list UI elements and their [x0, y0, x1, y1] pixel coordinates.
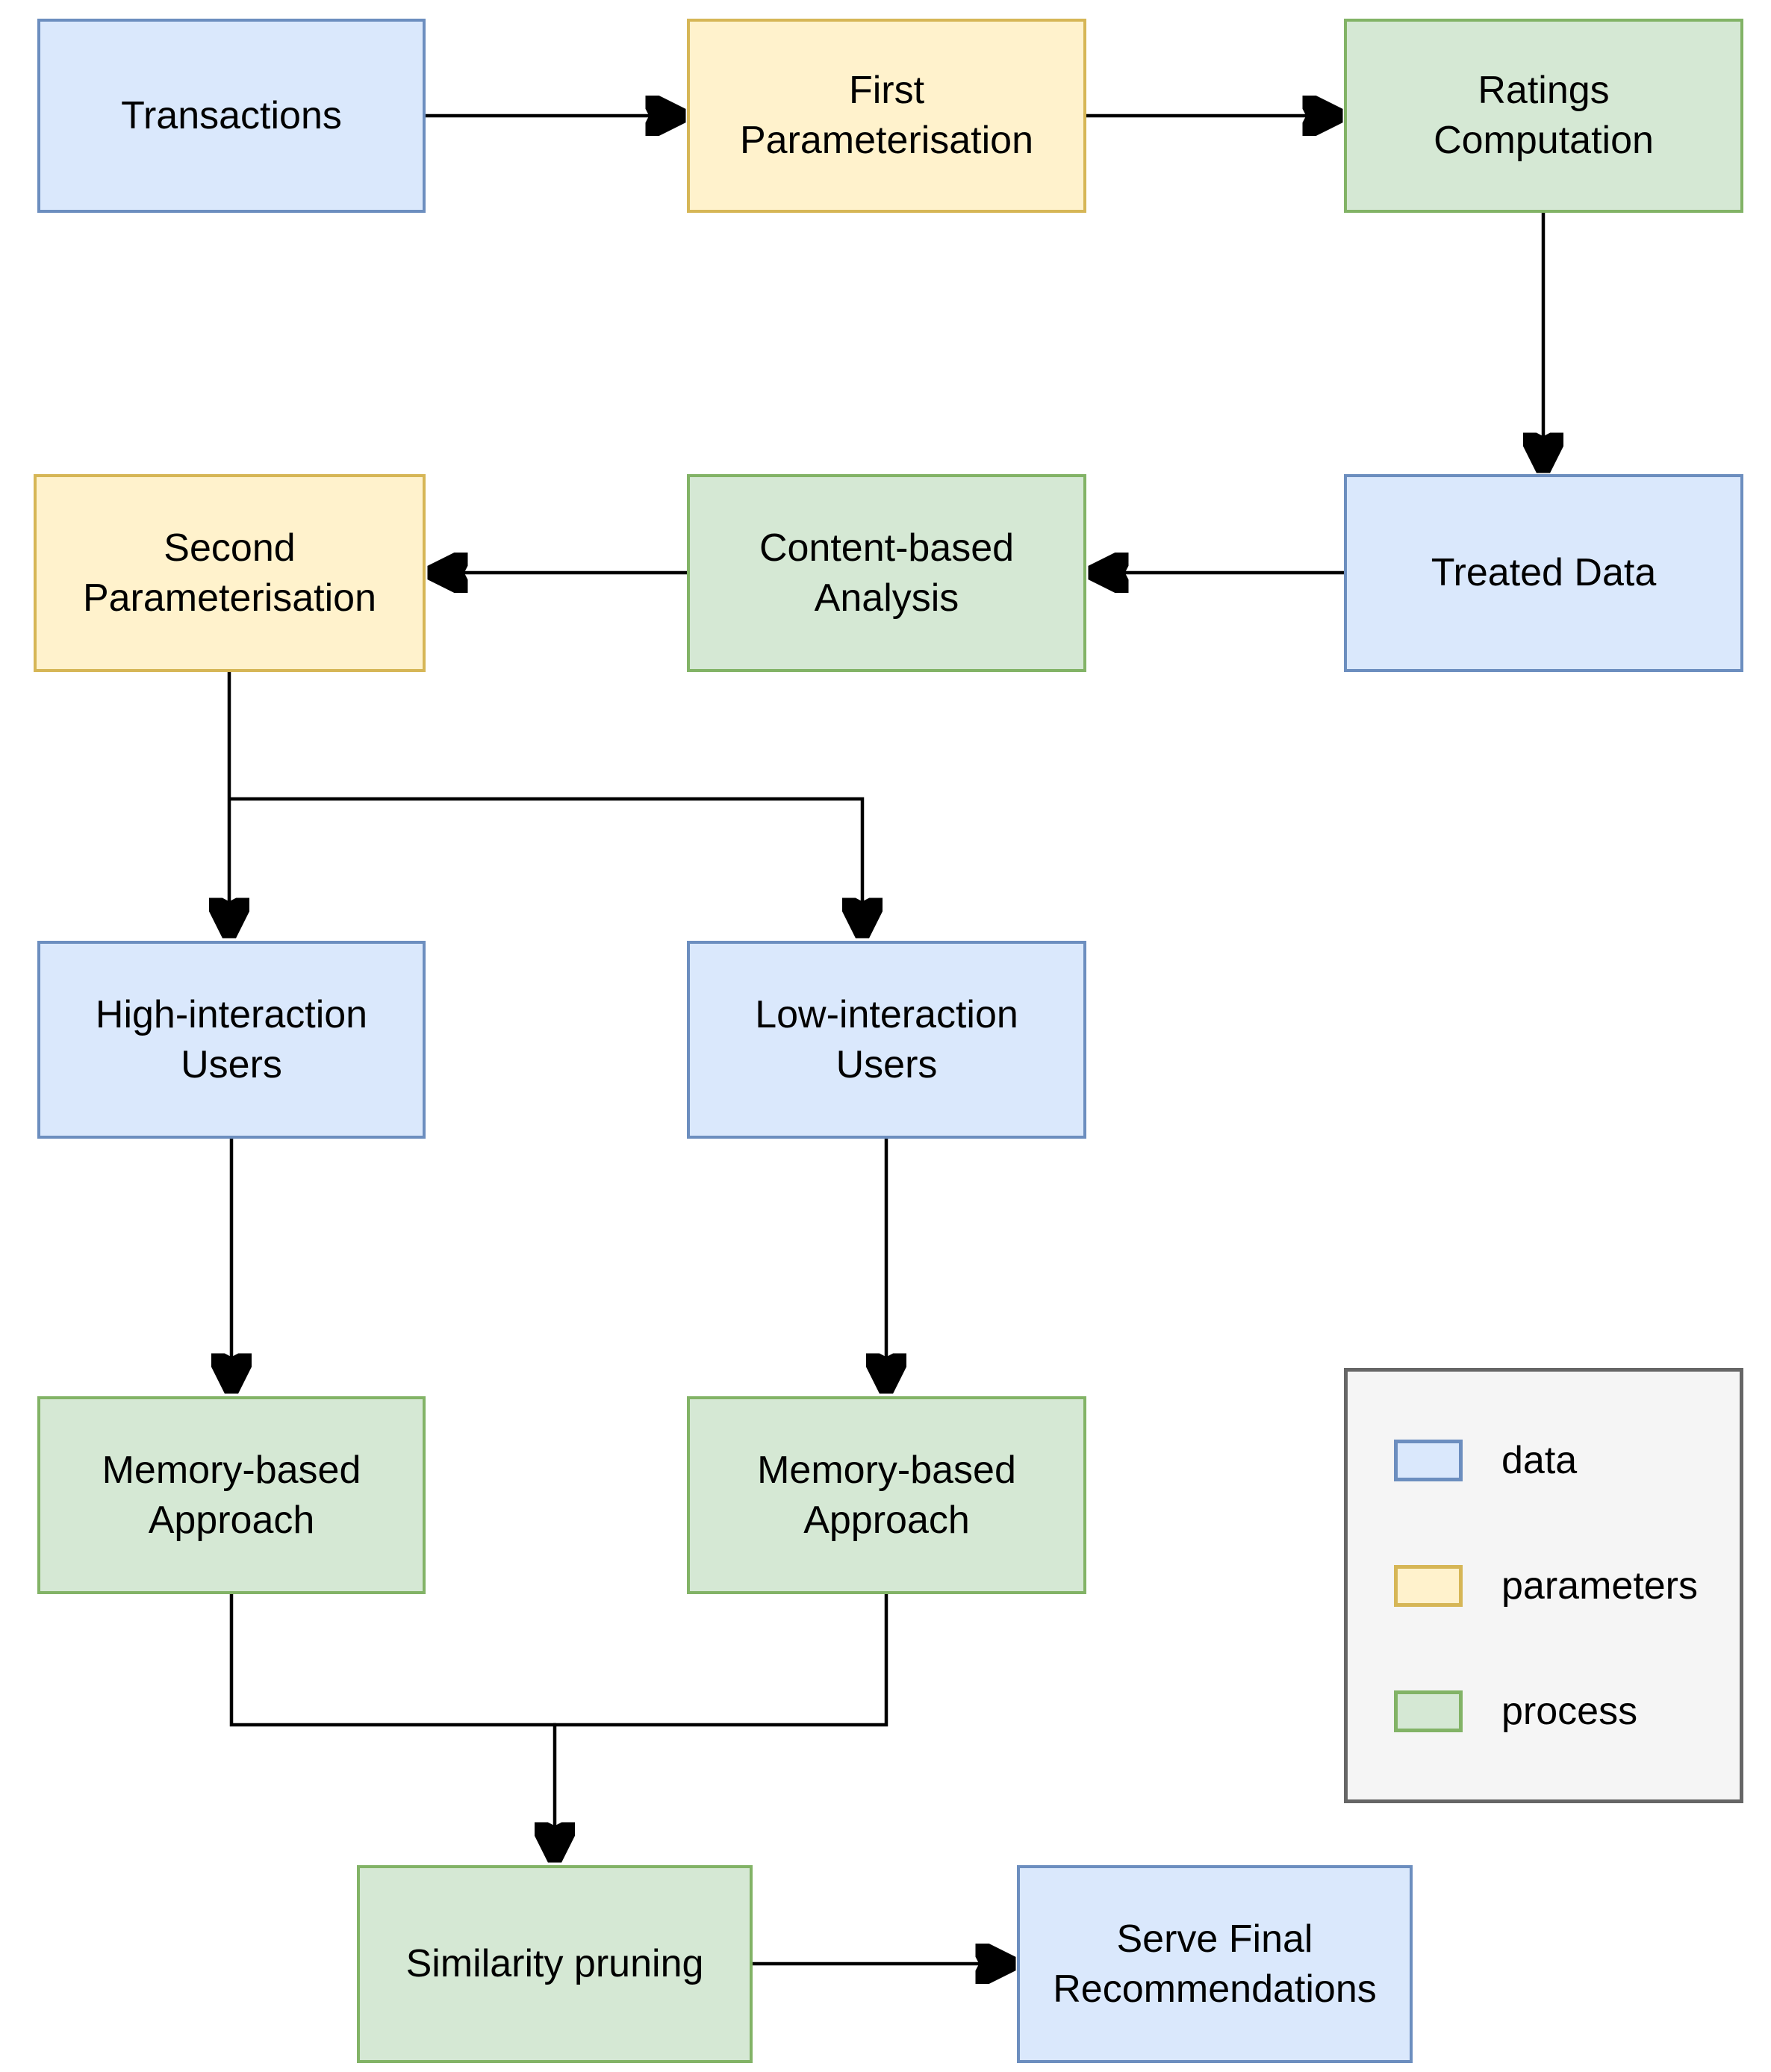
edge-memory-based-low-merge [553, 1594, 888, 1727]
node-transactions: Transactions [37, 19, 426, 213]
legend-item-data: data [1394, 1438, 1740, 1483]
legend-swatch-data [1394, 1439, 1463, 1481]
node-ratings-computation: Ratings Computation [1344, 19, 1743, 213]
legend-swatch-process [1394, 1690, 1463, 1732]
node-label: High-interaction Users [95, 992, 368, 1086]
node-second-parameterisation: Second Parameterisation [34, 474, 426, 672]
node-label: First Parameterisation [739, 69, 1034, 162]
legend-label: data [1501, 1438, 1578, 1482]
node-content-based-analysis: Content-based Analysis [687, 474, 1086, 672]
node-memory-based-approach-high: Memory-based Approach [37, 1396, 426, 1594]
node-memory-based-approach-low: Memory-based Approach [687, 1396, 1086, 1594]
legend-label: process [1501, 1689, 1638, 1733]
node-label: Content-based Analysis [759, 526, 1015, 620]
node-label: Similarity pruning [405, 1942, 704, 1986]
legend-swatch-parameters [1394, 1564, 1463, 1607]
edge-second-parameterisation-to-low-interaction-users [229, 797, 862, 935]
legend: data parameters process [1344, 1368, 1743, 1803]
node-similarity-pruning: Similarity pruning [357, 1865, 753, 2063]
node-label: Memory-based Approach [757, 1448, 1016, 1542]
node-label: Second Parameterisation [82, 526, 377, 620]
node-label: Treated Data [1431, 551, 1657, 595]
node-label: Low-interaction Users [755, 992, 1018, 1086]
legend-item-process: process [1394, 1689, 1740, 1734]
node-serve-final-recommendations: Serve Final Recommendations [1017, 1865, 1413, 2063]
node-label: Ratings Computation [1434, 69, 1654, 162]
edge-memory-based-high-merge [229, 1594, 556, 1727]
legend-label: parameters [1501, 1564, 1698, 1608]
node-label: Transactions [121, 93, 342, 137]
node-treated-data: Treated Data [1344, 474, 1743, 672]
node-label: Serve Final Recommendations [1053, 1917, 1377, 2011]
node-label: Memory-based Approach [102, 1448, 361, 1542]
node-first-parameterisation: First Parameterisation [687, 19, 1086, 213]
node-low-interaction-users: Low-interaction Users [687, 941, 1086, 1139]
node-high-interaction-users: High-interaction Users [37, 941, 426, 1139]
legend-item-parameters: parameters [1394, 1564, 1740, 1608]
